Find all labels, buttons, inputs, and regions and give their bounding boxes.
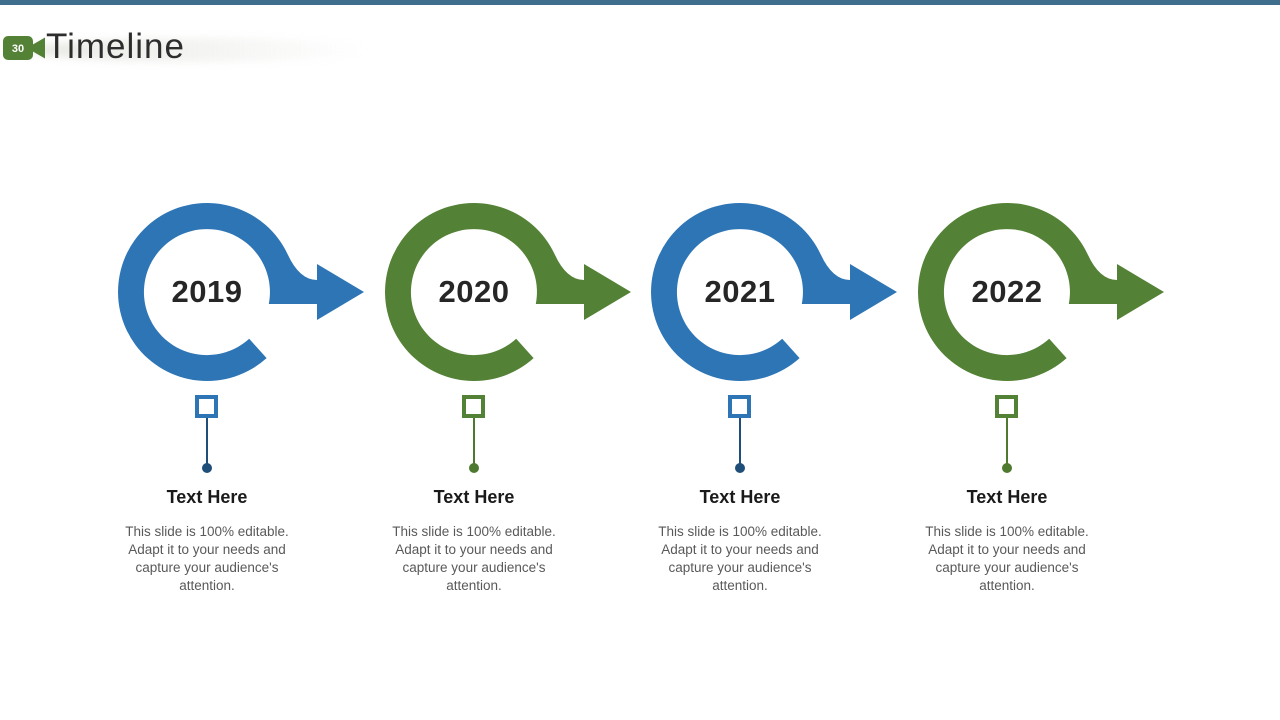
item-heading: Text Here [699, 487, 781, 507]
connector-square [728, 395, 751, 418]
connector-line [1006, 418, 1008, 464]
connector-dot [469, 463, 479, 473]
page-title: Timeline [46, 27, 185, 66]
connector-line [473, 418, 475, 464]
circular-arrow-icon [651, 202, 897, 381]
item-description: This slide is 100% editable. Adapt it to… [925, 524, 1089, 593]
slide-header: 30 Timeline [0, 5, 1280, 75]
title-swoosh-decoration [28, 38, 368, 62]
item-description: This slide is 100% editable. Adapt it to… [658, 524, 822, 593]
connector-square [462, 395, 485, 418]
year-label: 2020 [438, 274, 510, 309]
item-description: This slide is 100% editable. Adapt it to… [125, 524, 289, 593]
year-label: 2019 [171, 274, 243, 309]
circular-arrow-icon [385, 202, 631, 381]
video-camera-icon: 30 [3, 36, 45, 60]
year-label: 2021 [704, 274, 776, 309]
connector-square [195, 395, 218, 418]
connector-line [206, 418, 208, 464]
item-description: This slide is 100% editable. Adapt it to… [392, 524, 556, 593]
connector-dot [735, 463, 745, 473]
connector-square [995, 395, 1018, 418]
item-heading: Text Here [166, 487, 248, 507]
connector-dot [202, 463, 212, 473]
connector-line [739, 418, 741, 464]
item-heading: Text Here [966, 487, 1048, 507]
connector-dot [1002, 463, 1012, 473]
slide-number: 30 [12, 43, 24, 55]
circular-arrow-icon [918, 202, 1164, 381]
circular-arrow-icon [118, 202, 365, 381]
item-heading: Text Here [433, 487, 515, 507]
year-label: 2022 [971, 274, 1043, 309]
top-accent-bar [0, 0, 1280, 5]
